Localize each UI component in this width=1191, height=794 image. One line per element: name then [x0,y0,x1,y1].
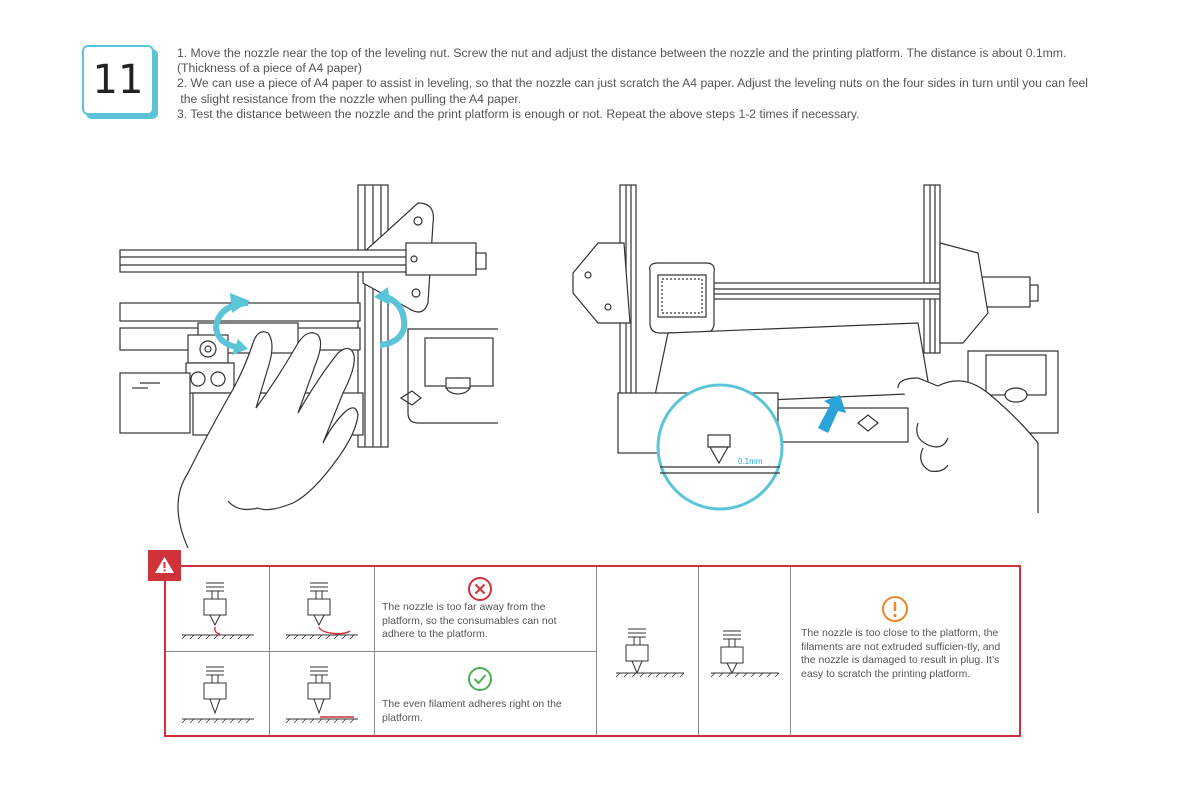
check-icon [468,667,492,691]
step-badge: 11 [82,45,158,119]
warning-icon [148,550,181,581]
caution-exclamation-icon [882,596,908,622]
instruction-line: (Thickness of a piece of A4 paper) [177,61,362,76]
step-number: 11 [82,45,154,115]
too-close-note: The nozzle is too close to the platform,… [801,627,1001,680]
nozzle-correct-diagram [285,666,358,724]
too-far-note: The nozzle is too far away from the plat… [382,601,557,640]
table-column-divider [597,567,699,735]
error-x-icon [468,577,492,601]
nozzle-correct-diagram [181,666,254,724]
a4-paper-test-illustration: 0.1mm [572,184,1059,513]
nozzle-too-far-diagram [285,582,358,640]
correct-distance-note: The even filament adheres right on the p… [382,698,562,724]
nozzle-too-far-diagram [181,582,254,640]
instruction-line: 3. Test the distance between the nozzle … [177,106,860,121]
instructions: 1. Move the nozzle near the top of the l… [177,46,1157,122]
nozzle-too-close-diagram [615,628,685,678]
instruction-line: the slight resistance from the nozzle wh… [177,91,522,106]
instruction-line: 2. We can use a piece of A4 paper to ass… [177,76,1089,91]
instruction-line: 1. Move the nozzle near the top of the l… [177,46,1067,60]
nozzle-too-close-diagram [710,630,780,678]
table-row-divider [166,651,597,652]
nozzle-distance-warning-table: The nozzle is too far away from the plat… [164,565,1021,737]
table-column-divider [699,567,791,735]
leveling-nut-illustration [119,184,498,548]
gap-label: 0.1mm [738,457,763,466]
